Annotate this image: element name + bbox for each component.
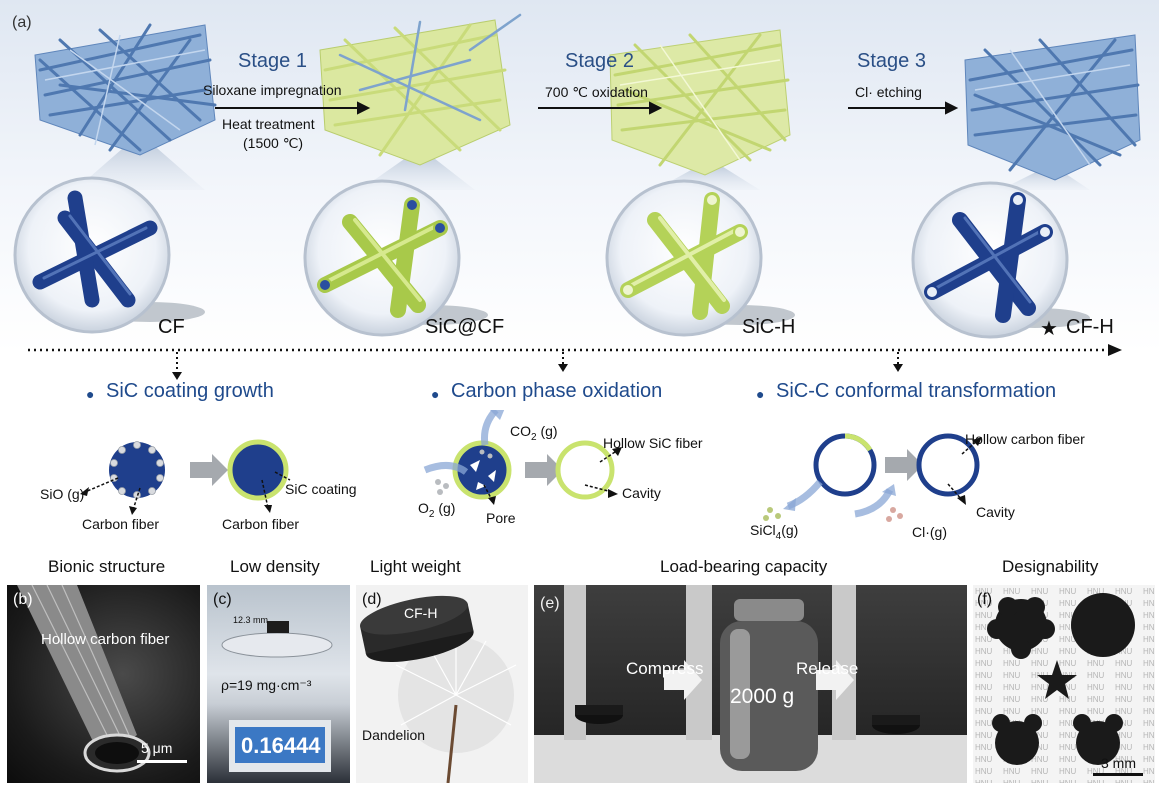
photo-e-compress: Compress [626,659,704,678]
photo-e-letter: (e) [540,595,560,612]
label-co2: CO2 (g) [510,423,558,443]
mechanism-2-diagram [423,410,622,505]
label-pore: Pore [486,510,516,526]
label-sic-cf: SiC@CF [425,316,505,338]
lens-cf-h [911,181,1090,339]
star-marker: ★ [1040,318,1058,340]
cf-network [34,23,217,156]
label-cl: Cl·(g) [912,524,947,540]
mechanism-1-diagram [80,439,291,515]
lens-sic-cf [303,179,488,337]
bullet-dot-1: ● [86,386,95,402]
label-hollow-carbon-fiber: Hollow carbon fiber [965,431,1085,447]
mechanism-2-title: Carbon phase oxidation [451,380,663,402]
photo-d-plant: Dandelion [362,727,426,743]
label-cavity-3: Cavity [976,504,1015,520]
label-sicl4: SiCl4(g) [750,522,799,542]
stage-3-title: Stage 3 [857,50,926,72]
stage-arrows [215,101,959,115]
stage-3-line1: Cl· etching [855,84,922,100]
photo-e-load: (e) Compress 2000 g Release [534,585,967,783]
mechanism-3-diagram [763,433,982,522]
photo-e-release: Release [796,659,859,678]
title-bionic-structure: Bionic structure [48,557,166,576]
scale-bar [137,760,187,763]
label-carbon-fiber-1: Carbon fiber [82,516,160,532]
sic-h-network [609,29,791,176]
stage-2-line1: 700 ℃ oxidation [545,84,648,100]
stage-2-title: Stage 2 [565,50,634,72]
stage-1-line3: (1500 ℃) [243,135,304,151]
photo-c-reading: 0.16444 [241,733,321,758]
process-timeline [28,344,1122,380]
stage-1-line1: Siloxane impregnation [203,82,342,98]
label-sio: SiO (g) [40,486,85,502]
photo-c-dim: 12.3 mm [233,615,269,625]
panel-a-letter: (a) [12,14,32,31]
mechanism-3-title: SiC-C conformal transformation [776,380,1057,402]
photo-d-sample: CF-H [404,605,438,621]
photo-f-shapes: HNU (f) 3 mm [973,585,1155,783]
title-designability: Designability [1002,557,1099,576]
stage-1-line2: Heat treatment [222,116,315,132]
title-light-weight: Light weight [370,557,461,576]
title-load-bearing: Load-bearing capacity [660,557,828,576]
photo-b-letter: (b) [13,591,33,608]
bullet-dot-3: ● [756,386,765,402]
photo-e-mass: 2000 g [730,685,795,708]
photo-b-label: Hollow carbon fiber [41,631,170,648]
lens-cf [13,176,205,334]
cf-h-network [964,34,1141,181]
label-carbon-fiber-2: Carbon fiber [222,516,300,532]
label-sic-h: SiC-H [742,316,796,338]
panel-a-graphics [13,13,1141,339]
photo-d-dandelion: (d) CF-H Dandelion [356,585,528,783]
bullet-dot-2: ● [431,386,440,402]
photo-c-letter: (c) [213,591,232,608]
photo-c-density: ρ=19 mg·cm⁻³ [221,677,312,693]
photo-c-balance: (c) 12.3 mm ρ=19 mg·cm⁻³ 0.16444 [207,585,350,783]
mechanism-1-title: SiC coating growth [106,380,274,402]
label-sic-coating: SiC coating [285,481,357,497]
label-o2: O2 (g) [418,500,456,520]
zoom-beam-4 [1000,170,1090,190]
label-cf-h: CF-H [1066,316,1114,338]
title-low-density: Low density [230,557,320,576]
photo-b-sem: (b) Hollow carbon fiber 5 μm [7,585,200,783]
photo-f-letter: (f) [977,591,993,608]
photo-d-letter: (d) [362,591,382,608]
photo-f-scale: 3 mm [1101,755,1136,771]
zoom-beam-1 [75,142,205,190]
lens-sic-h [605,179,795,337]
label-cf: CF [158,316,185,338]
photo-b-scale: 5 μm [141,740,173,756]
label-hollow-sic-fiber: Hollow SiC fiber [603,435,703,451]
sic-cf-network [319,13,522,166]
mechanism-diagrams [80,410,982,522]
stage-1-title: Stage 1 [238,50,307,72]
label-cavity-2: Cavity [622,485,661,501]
